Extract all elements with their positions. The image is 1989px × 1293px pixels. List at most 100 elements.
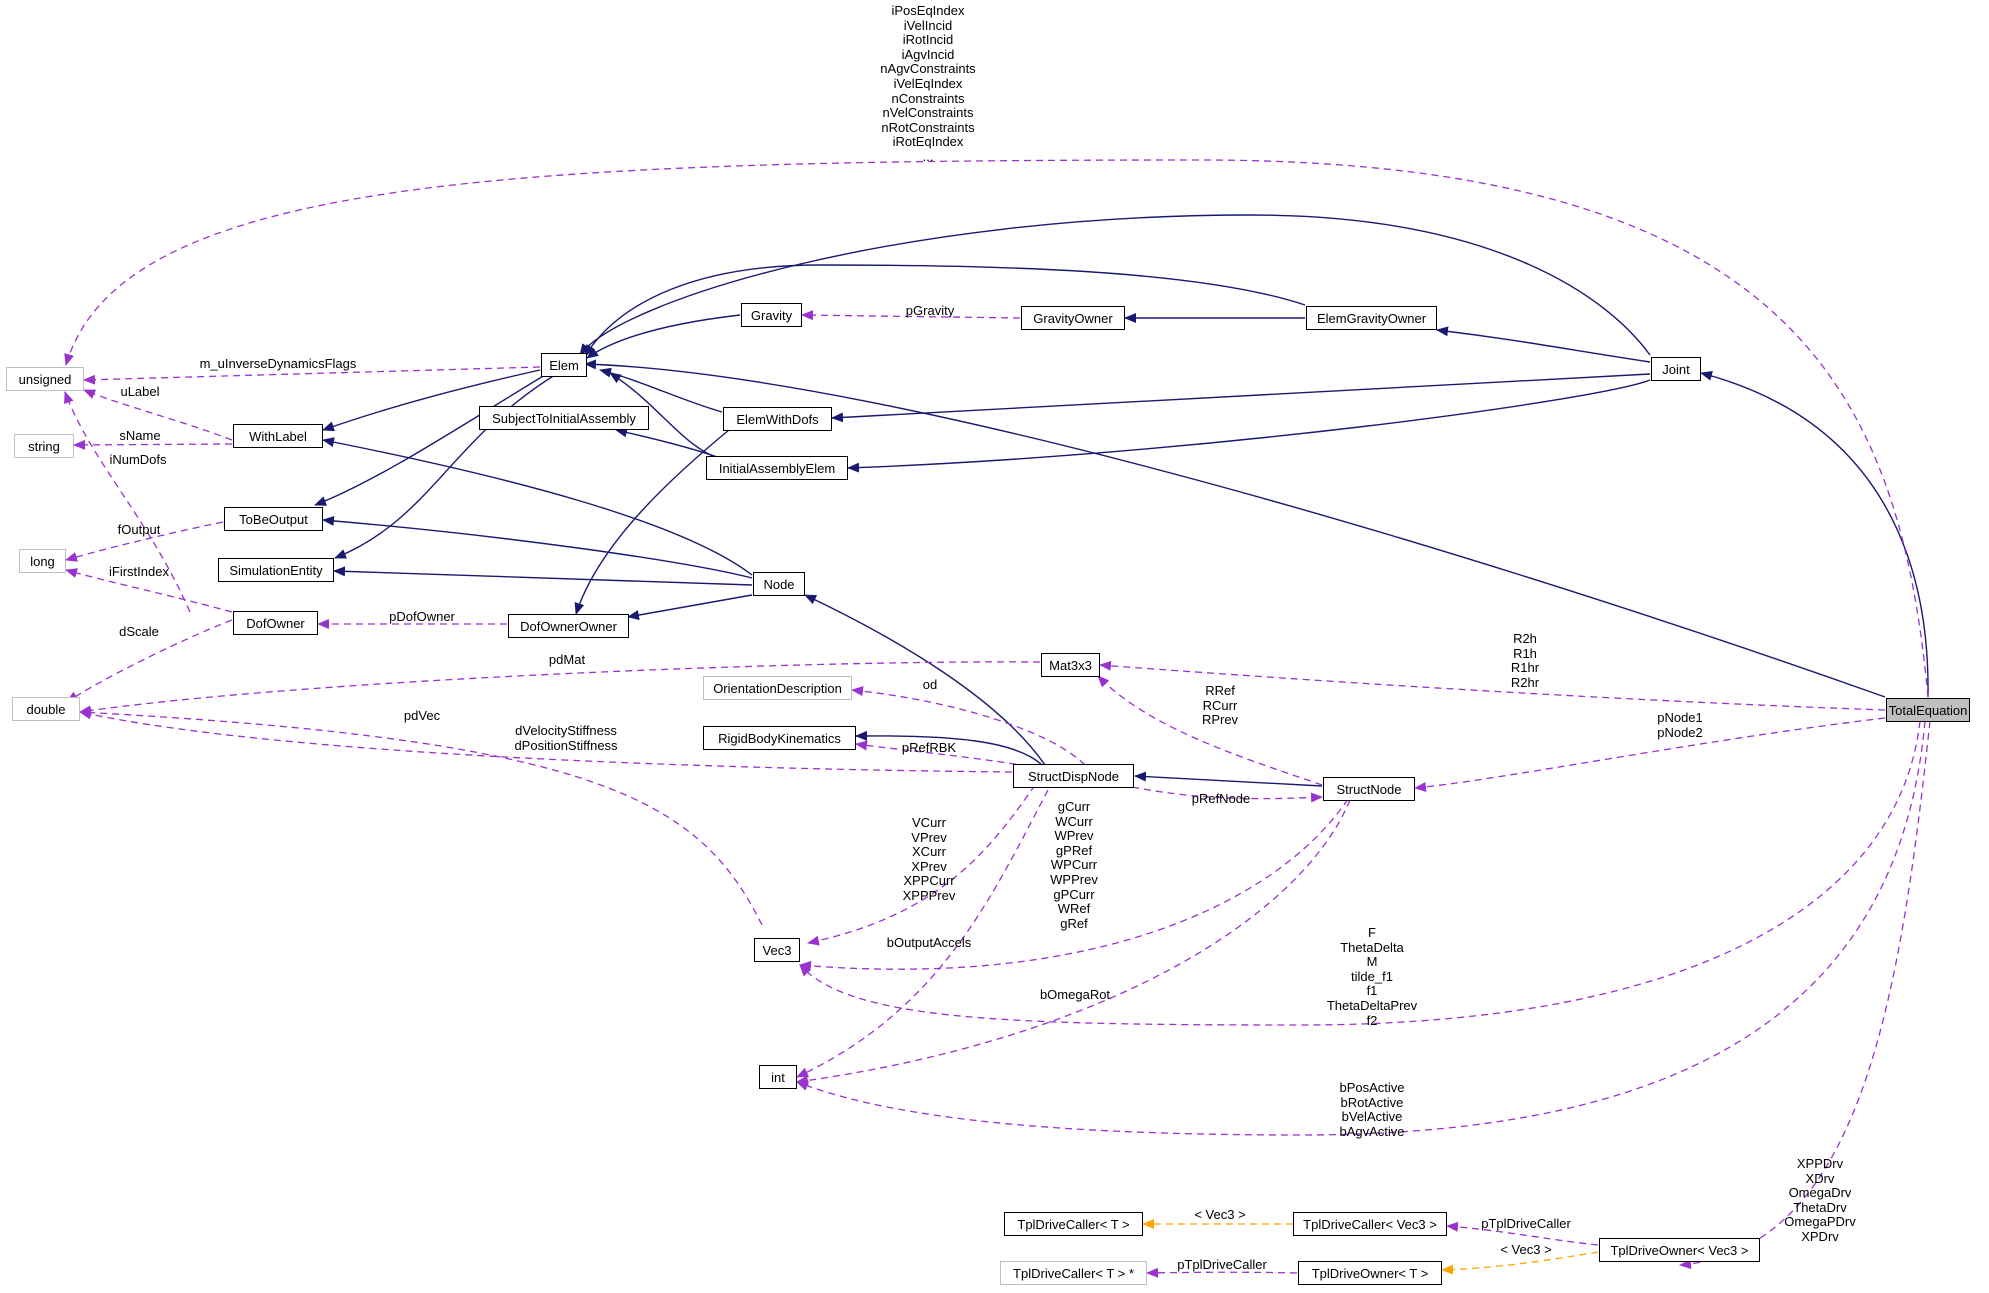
node-tpl-drive-owner-vec3[interactable]: TplDriveOwner< Vec3 > [1599, 1238, 1760, 1262]
node-to-be-output[interactable]: ToBeOutput [224, 507, 323, 531]
edge-withlabel-to-string [73, 439, 233, 450]
node-elem[interactable]: Elem [541, 353, 587, 377]
node-elem-gravity-owner[interactable]: ElemGravityOwner [1306, 306, 1437, 330]
edge-joint-to-elemwithdofs [831, 373, 1651, 423]
edge-totalequation-to-structnode [1414, 717, 1886, 792]
node-unsigned[interactable]: unsigned [6, 367, 84, 391]
edge-tpldriveownervec3-to-tpldrivecallervec3 [1446, 1221, 1599, 1246]
edge-joint-to-initialassemblyelem [847, 379, 1651, 473]
label-m-u-inverse-dynamics-flags: m_uInverseDynamicsFlags [199, 356, 357, 371]
label-b-output-accels: bOutputAccels [886, 935, 972, 950]
edge-mat3x3-to-double [79, 661, 1041, 716]
label-p-tpl-drive-caller-2: pTplDriveCaller [1177, 1257, 1267, 1272]
node-vec3[interactable]: Vec3 [754, 938, 800, 962]
node-joint[interactable]: Joint [1651, 357, 1701, 381]
edge-elemwithdofs-to-dofownerowner [574, 424, 736, 615]
node-struct-disp-node[interactable]: StructDispNode [1013, 764, 1134, 788]
node-rigid-body-kinematics[interactable]: RigidBodyKinematics [703, 726, 856, 750]
label-p-tpl-drive-caller: pTplDriveCaller [1481, 1216, 1571, 1231]
edge-gravityowner-to-gravity [801, 310, 1021, 321]
label-i-first-index: iFirstIndex [109, 564, 169, 579]
edge-node-to-tobeoutput [322, 515, 753, 579]
node-total-equation[interactable]: TotalEquation [1886, 698, 1970, 722]
edge-gravity-to-elem [586, 314, 741, 359]
label-f-output: fOutput [117, 522, 161, 537]
edge-dofowner-to-double [66, 619, 233, 703]
edge-withlabel-to-unsigned [83, 389, 233, 441]
label-p-ref-node: pRefNode [1191, 791, 1251, 806]
node-simulation-entity[interactable]: SimulationEntity [218, 558, 334, 582]
node-dof-owner-owner[interactable]: DofOwnerOwner [508, 614, 629, 638]
edge-template-vec3-owner [1441, 1251, 1599, 1275]
edge-tpldriveownert-to-tpldrivecallertptr [1146, 1267, 1298, 1278]
edge-totalequation-to-elem [584, 359, 1886, 698]
node-orientation-description[interactable]: OrientationDescription [703, 676, 852, 700]
node-tpl-drive-owner-t[interactable]: TplDriveOwner< T > [1298, 1261, 1442, 1285]
label-p-dof-owner: pDofOwner [389, 609, 455, 624]
label-od: od [922, 677, 938, 692]
edge-joint-to-elem [579, 214, 1651, 356]
edge-structdispnode-to-orientation [851, 686, 1086, 766]
edge-elem-to-tobeoutput [314, 374, 546, 506]
edge-elemgravityowner-to-elem [584, 264, 1306, 357]
label-p-ref-rbk: pRefRBK [901, 740, 957, 755]
node-tpl-drive-caller-t[interactable]: TplDriveCaller< T > [1004, 1212, 1143, 1236]
edge-structdispnode-to-vec3 [807, 784, 1036, 946]
edge-node-to-simulationentity [333, 566, 753, 586]
node-elem-with-dofs[interactable]: ElemWithDofs [723, 407, 832, 431]
node-subject-to-initial-assembly[interactable]: SubjectToInitialAssembly [479, 406, 649, 430]
edge-structdispnode-to-int [796, 789, 1049, 1078]
edge-structnode-to-vec3 [799, 798, 1349, 971]
edge-structdispnode-to-structnode [1131, 786, 1323, 803]
edge-structdispnode-to-rigidbodykinematics [855, 730, 1046, 769]
edge-structnode-to-mat3x3 [1097, 675, 1323, 786]
node-long[interactable]: long [19, 549, 66, 573]
edge-totalequation-to-unsigned [64, 159, 1929, 698]
label-pd-vec: pdVec [403, 708, 441, 723]
node-initial-assembly-elem[interactable]: InitialAssemblyElem [706, 456, 848, 480]
edge-vec3-to-double [79, 707, 763, 926]
node-node[interactable]: Node [753, 572, 805, 596]
edge-elem-to-simulationentity [334, 374, 556, 559]
edge-totalequation-to-joint [1700, 370, 1929, 698]
node-string[interactable]: string [14, 434, 74, 458]
node-gravity[interactable]: Gravity [741, 303, 802, 327]
edge-structdispnode-to-node [804, 594, 1046, 766]
node-with-label[interactable]: WithLabel [233, 424, 323, 448]
edge-structdispnode-to-double [79, 709, 1013, 773]
node-gravity-owner[interactable]: GravityOwner [1021, 306, 1125, 330]
label-i-num-dofs: iNumDofs [109, 452, 167, 467]
label-p-gravity: pGravity [905, 303, 955, 318]
node-int[interactable]: int [759, 1065, 797, 1089]
node-tpl-drive-caller-vec3[interactable]: TplDriveCaller< Vec3 > [1293, 1212, 1447, 1236]
node-dof-owner[interactable]: DofOwner [233, 611, 318, 635]
label-s-name: sName [119, 428, 161, 443]
label-vec3-template-2: < Vec3 > [1500, 1242, 1552, 1257]
edge-joint-to-elemgravityowner [1436, 326, 1651, 363]
edge-structnode-to-structdispnode [1134, 771, 1323, 787]
label-vec3-template: < Vec3 > [1194, 1207, 1246, 1222]
label-d-scale: dScale [119, 624, 159, 639]
label-u-label: uLabel [120, 384, 160, 399]
edge-structnode-to-int [796, 799, 1351, 1086]
node-mat3x3[interactable]: Mat3x3 [1041, 653, 1100, 677]
node-tpl-drive-caller-t-ptr[interactable]: TplDriveCaller< T > * [1000, 1261, 1147, 1285]
node-double[interactable]: double [12, 697, 80, 721]
edge-node-to-dofownerowner [627, 594, 753, 621]
label-pd-mat: pdMat [548, 652, 586, 667]
edge-elem-to-withlabel [322, 369, 541, 432]
edge-elem-to-unsigned [83, 366, 541, 385]
edge-totalequation-to-mat3x3 [1099, 660, 1886, 711]
edge-dofowner-to-unsigned [64, 391, 191, 613]
node-struct-node[interactable]: StructNode [1323, 777, 1415, 801]
